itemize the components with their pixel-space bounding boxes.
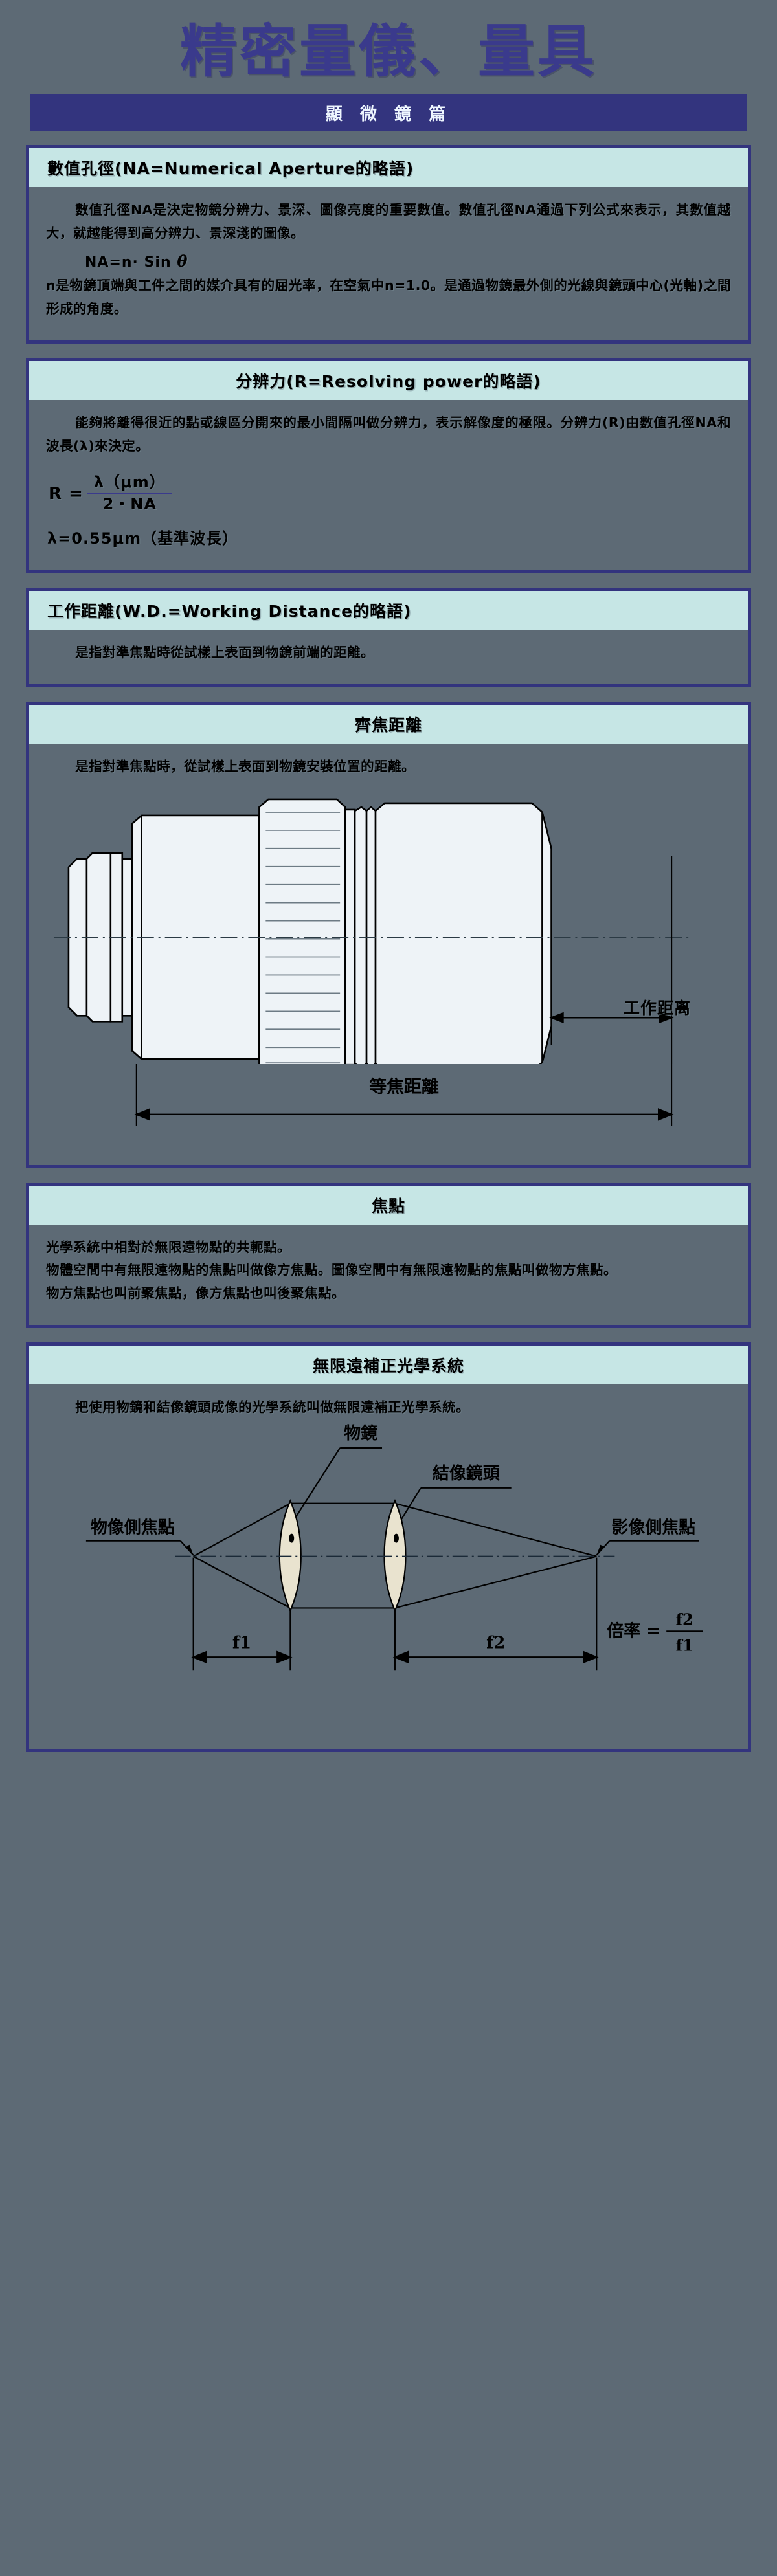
formula-fn: Sin xyxy=(144,254,172,271)
paragraph: 光學系統中相對於無限遠物點的共軛點。 xyxy=(46,1239,291,1255)
working-distance-label: 工作距离 xyxy=(623,998,691,1017)
section-header-resolving-power: 分辨力(R=Resolving power的略語) xyxy=(29,361,748,400)
section-working-distance: 工作距離(W.D.=Working Distance的略語) 是指對準焦點時從試… xyxy=(26,587,751,687)
paragraph: 數值孔徑NA是決定物鏡分辨力、景深、圖像亮度的重要數值。數值孔徑NA通過下列公式… xyxy=(46,202,731,241)
theta-symbol: θ xyxy=(177,252,188,271)
section-body-resolving-power: 能夠將離得很近的點或線區分開來的最小間隔叫做分辨力，表示解像度的極限。分辨力(R… xyxy=(29,400,748,570)
fraction: λ（μm） 2・NA xyxy=(87,472,172,514)
section-body-infinity-corrected: 把使用物鏡和結像鏡頭成像的光學系統叫做無限遠補正光學系統。 物鏡 結像鏡頭 物像… xyxy=(29,1384,748,1749)
section-title: 焦點 xyxy=(371,1196,405,1216)
section-title: 齊焦距離 xyxy=(354,715,422,735)
spacer xyxy=(46,665,731,671)
paragraph: 物體空間中有無限遠物點的焦點叫做像方焦點。圖像空間中有無限遠物點的焦點叫做物方焦… xyxy=(46,1262,617,1278)
paragraph: 能夠將離得很近的點或線區分開來的最小間隔叫做分辨力，表示解像度的極限。分辨力(R… xyxy=(46,414,731,454)
wavelength-note: λ=0.55μm（基準波長） xyxy=(47,529,239,548)
object-side-focus-label: 物像側焦點 xyxy=(91,1518,175,1538)
section-header-parfocal-distance: 齊焦距離 xyxy=(29,704,748,744)
section-header-focal-point: 焦點 xyxy=(29,1185,748,1225)
image-side-focus-label: 影像側焦點 xyxy=(611,1518,695,1538)
paragraph: n是物鏡頂端與工件之間的媒介具有的屈光率，在空氣中n=1.0。是通過物鏡最外側的… xyxy=(46,278,731,317)
magnification-label: 倍率 = xyxy=(607,1621,660,1641)
magnification-denominator: f1 xyxy=(676,1636,693,1654)
paragraph: 是指對準焦點時從試樣上表面到物鏡前端的距離。 xyxy=(75,644,375,660)
tube-lens-label: 結像鏡頭 xyxy=(433,1463,501,1483)
objective-lens-label: 物鏡 xyxy=(344,1423,377,1443)
tube-lens-shape xyxy=(383,1499,407,1613)
spacer xyxy=(46,321,731,328)
spacer xyxy=(46,1729,731,1736)
section-numerical-aperture: 數值孔徑(NA=Numerical Aperture的略語) 數值孔徑NA是決定… xyxy=(26,145,751,344)
bottom-spacer xyxy=(0,1752,777,1766)
f1-label: f1 xyxy=(232,1633,251,1652)
section-resolving-power: 分辨力(R=Resolving power的略語) 能夠將離得很近的點或線區分開… xyxy=(26,357,751,573)
section-title: 分辨力(R=Resolving power的略語) xyxy=(236,372,541,391)
section-focal-point: 焦點 光學系統中相對於無限遠物點的共軛點。 物體空間中有無限遠物點的焦點叫做像方… xyxy=(26,1182,751,1329)
lens-cross-section-figure xyxy=(46,786,731,1064)
paragraph: 是指對準焦點時，從試樣上表面到物鏡安裝位置的距離。 xyxy=(75,758,416,774)
section-header-working-distance: 工作距離(W.D.=Working Distance的略語) xyxy=(29,590,748,630)
section-title: 無限遠補正光學系統 xyxy=(312,1357,464,1376)
fraction-numerator: λ（μm） xyxy=(93,472,166,491)
subtitle-bar: 顯 微 鏡 篇 xyxy=(30,94,751,131)
fraction-denominator: 2・NA xyxy=(87,493,172,514)
paragraph: 把使用物鏡和結像鏡頭成像的光學系統叫做無限遠補正光學系統。 xyxy=(75,1399,470,1416)
section-infinity-corrected: 無限遠補正光學系統 把使用物鏡和結像鏡頭成像的光學系統叫做無限遠補正光學系統。 … xyxy=(26,1342,751,1753)
section-header-infinity-corrected: 無限遠補正光學系統 xyxy=(29,1346,748,1385)
section-body-numerical-aperture: 數值孔徑NA是決定物鏡分辨力、景深、圖像亮度的重要數值。數值孔徑NA通過下列公式… xyxy=(29,187,748,340)
page-title: 精密量儀、量具 xyxy=(179,18,597,85)
optical-path-diagram: 物鏡 結像鏡頭 物像側焦點 影像側焦點 xyxy=(46,1423,731,1727)
section-header-numerical-aperture: 數值孔徑(NA=Numerical Aperture的略語) xyxy=(29,148,748,188)
lens-dimension-labels: 等焦距離 xyxy=(46,1063,731,1142)
f2-label: f2 xyxy=(486,1633,505,1652)
formula-lhs: NA=n· xyxy=(85,254,139,271)
page-header: 精密量儀、量具 顯 微 鏡 篇 xyxy=(0,0,777,131)
section-body-focal-point: 光學系統中相對於無限遠物點的共軛點。 物體空間中有無限遠物點的焦點叫做像方焦點。… xyxy=(29,1225,748,1326)
formula-na: NA=n· Sin θ xyxy=(46,252,731,271)
section-title: 工作距離(W.D.=Working Distance的略語) xyxy=(47,601,412,621)
subtitle-text: 顯 微 鏡 篇 xyxy=(325,104,452,124)
section-title: 數值孔徑(NA=Numerical Aperture的略語) xyxy=(47,159,414,179)
spacer xyxy=(46,1305,731,1312)
formula-resolving-power: R = λ（μm） 2・NA xyxy=(49,472,731,514)
paragraph: 物方焦點也叫前聚焦點，像方焦點也叫後聚焦點。 xyxy=(46,1285,345,1302)
spacer xyxy=(46,551,731,557)
magnification-numerator: f2 xyxy=(676,1610,693,1628)
section-parfocal-distance: 齊焦距離 是指對準焦點時，從試樣上表面到物鏡安裝位置的距離。 xyxy=(26,701,751,1168)
parfocal-distance-label: 等焦距離 xyxy=(369,1076,439,1097)
formula-lhs: R = xyxy=(49,483,84,504)
section-body-parfocal-distance: 是指對準焦點時，從試樣上表面到物鏡安裝位置的距離。 xyxy=(29,744,748,1165)
spacer xyxy=(46,1146,731,1152)
section-body-working-distance: 是指對準焦點時從試樣上表面到物鏡前端的距離。 xyxy=(29,630,748,684)
